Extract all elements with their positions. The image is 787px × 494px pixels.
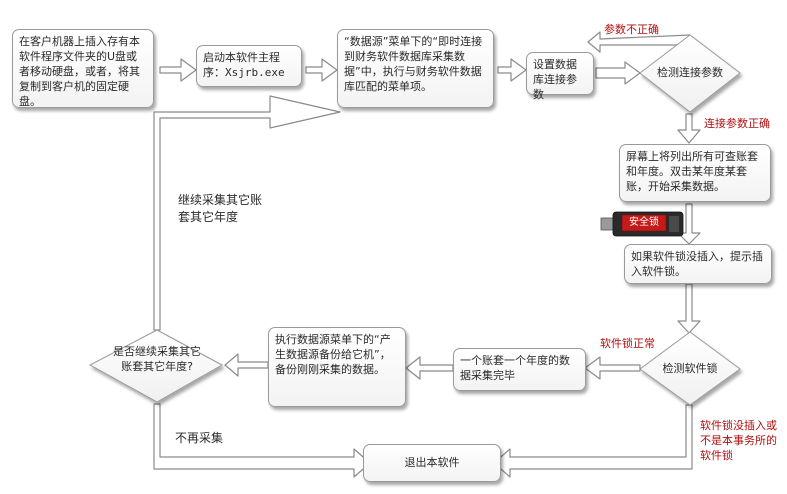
arrow-connect-to-params — [497, 58, 527, 82]
label-dongle-ok: 软件锁正常 — [600, 337, 655, 350]
arrow-list-to-dongle — [677, 203, 701, 245]
label-params-wrong: 参数不正确 — [604, 23, 659, 36]
label-dongle-missing: 软件锁没插入或不是本事务所的软件锁 — [700, 419, 777, 462]
label-continue-collect: 继续采集其它账套其它年度 — [178, 193, 263, 224]
check-dongle-diamond — [639, 331, 741, 406]
arrow-question-to-exit — [153, 403, 371, 478]
label-stop-collect: 不再采集 — [175, 431, 224, 445]
exit-node: 退出本软件 — [363, 444, 501, 482]
backup-node: 执行数据源菜单下的“产生数据源备份给它机”，备份刚刚采集的数据。 — [268, 327, 406, 407]
usb-dongle-icon-text: 安全锁 — [629, 217, 659, 228]
arrow-launch-to-connect — [305, 58, 338, 82]
arrow-check-to-done — [584, 356, 641, 380]
arrow-dongle-missing-to-exit — [493, 404, 693, 478]
arrow-disk-to-launch — [159, 58, 197, 82]
check-dongle-text: 检测软件锁 — [662, 362, 718, 375]
continue-question-text: 是否继续采集其它账套其它年度? — [113, 345, 201, 373]
launch-program-node: 启动本软件主程序：Xsjrb.exe — [196, 45, 302, 87]
launch-program-exe: Xsjrb.exe — [225, 66, 285, 79]
launch-program-label: 启动本软件主程序： — [203, 51, 280, 79]
arrow-check-back-to-params — [587, 31, 691, 53]
usb-dongle-icon — [600, 211, 684, 237]
arrow-dongle-to-check — [677, 283, 701, 334]
arrow-done-to-backup — [405, 356, 454, 380]
check-params-text: 检测连接参数 — [657, 66, 723, 79]
set-params-node: 设置数据库连接参数 — [526, 52, 594, 101]
arrow-check-to-list — [677, 113, 701, 144]
connect-db-node: “数据源”菜单下的“即时连接到财务软件数据库采集数据”中，执行与财务软件数据库匹… — [337, 29, 494, 108]
collect-done-node: 一个账套一个年度的数据采集完毕 — [453, 348, 586, 391]
insert-dongle-node: 如果软件锁没插入，提示插入软件锁。 — [624, 244, 772, 284]
list-accounts-node: 屏幕上将列出所有可查账套和年度。双击某年度某套账，开始采集数据。 — [619, 144, 771, 202]
arrow-continue-loop — [153, 95, 341, 331]
label-params-ok: 连接参数正确 — [704, 117, 770, 130]
continue-question-diamond — [88, 329, 224, 403]
arrow-params-to-check — [595, 61, 641, 85]
insert-disk-node: 在客户机器上插入存有本软件程序文件夹的U盘或者移动硬盘，或者，将其复制到客户机的… — [12, 29, 154, 108]
check-params-diamond — [639, 34, 741, 113]
arrow-backup-to-question — [224, 353, 269, 377]
